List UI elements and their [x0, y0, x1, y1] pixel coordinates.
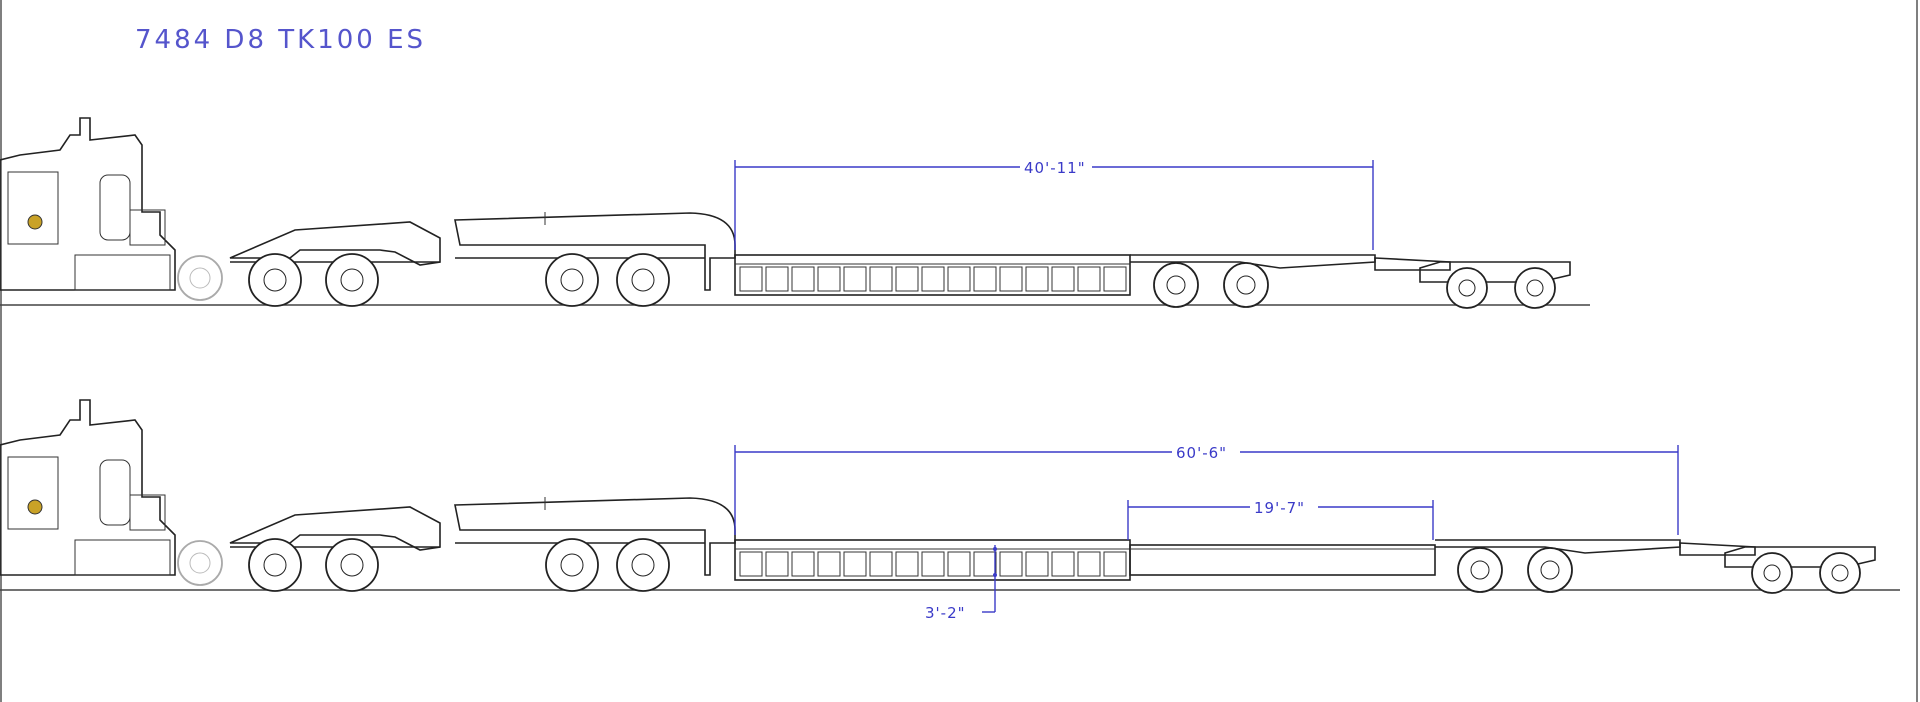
jeep-dolly [229, 506, 441, 592]
dimension-deck-height: 3'-2" [925, 545, 997, 622]
top-truck-trailer-view: 40'-11" [0, 117, 1590, 309]
lowboy-deck [734, 254, 1131, 296]
gooseneck [454, 497, 736, 592]
tractor [0, 117, 223, 301]
bottom-truck-trailer-view: 60'-6" 19'-7" 3'-2" [0, 399, 1900, 622]
deck-height-label: 3'-2" [925, 604, 966, 622]
gooseneck [454, 212, 736, 307]
extension-length-label: 19'-7" [1254, 499, 1305, 517]
dimension-extension-length: 19'-7" [1127, 499, 1434, 540]
dimension-extended-length: 60'-6" [734, 444, 1679, 535]
dimension-deck-length: 40'-11" [734, 159, 1374, 250]
deck-cells [739, 551, 1127, 577]
lowboy-deck [734, 539, 1131, 581]
rear-axle-group [1435, 539, 1756, 593]
rear-dolly [1419, 261, 1571, 309]
deck-extension [1129, 544, 1436, 576]
rear-dolly [1724, 546, 1876, 594]
rear-axle-group [1130, 254, 1451, 308]
drawing-title: 7484 D8 TK100 ES [135, 25, 426, 55]
deck-length-label: 40'-11" [1024, 159, 1086, 177]
deck-cells [739, 266, 1127, 292]
extended-length-label: 60'-6" [1176, 444, 1227, 462]
jeep-dolly [229, 221, 441, 307]
tractor [0, 399, 223, 586]
